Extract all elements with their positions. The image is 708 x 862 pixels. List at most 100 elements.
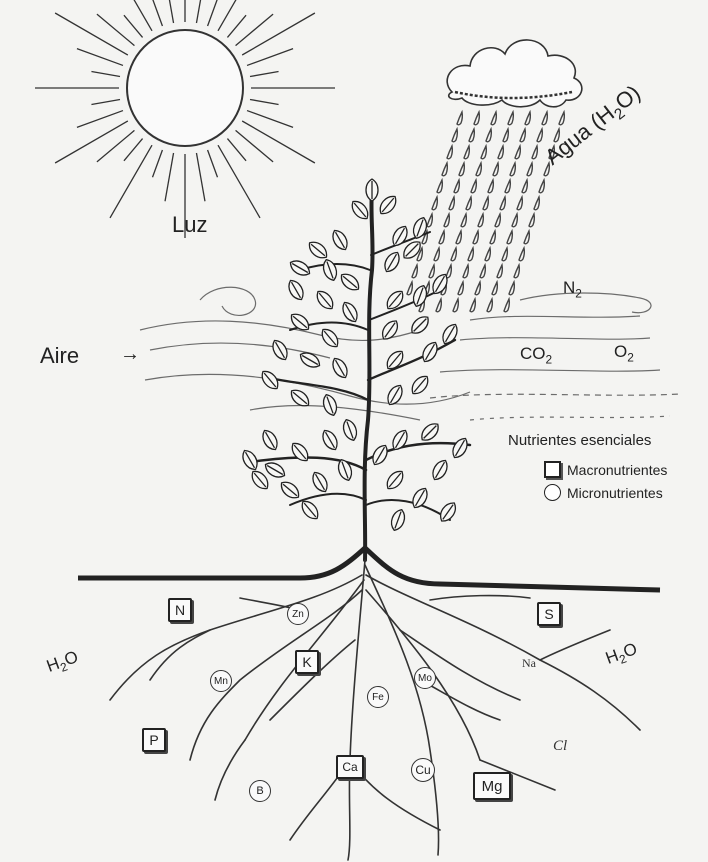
leaf — [366, 179, 378, 201]
rain-drop — [509, 282, 514, 295]
leaf — [287, 257, 312, 278]
rain-drop — [452, 129, 457, 142]
rain-drop — [520, 129, 525, 142]
rain-drop — [490, 231, 495, 244]
rain-drop — [453, 299, 458, 312]
leaf — [278, 478, 303, 501]
micro-mn: Mn — [210, 670, 232, 692]
rain-drop — [486, 129, 491, 142]
rain-drop — [474, 112, 479, 125]
rain-drop — [493, 163, 498, 176]
leaf — [369, 442, 390, 467]
rain-drop — [492, 282, 497, 295]
n2-label: N2 — [563, 278, 582, 300]
rain-drop — [436, 299, 441, 312]
rain-drop — [451, 248, 456, 261]
rain-drop — [454, 180, 459, 193]
rain-drop — [456, 231, 461, 244]
leaf — [309, 469, 330, 494]
leaf — [313, 288, 336, 313]
micro-b: B — [249, 780, 271, 802]
leaf — [439, 321, 460, 346]
soil-cl: Cl — [553, 738, 567, 755]
rain-drop — [525, 112, 530, 125]
rain-drop — [534, 197, 539, 210]
leaf — [285, 277, 306, 302]
sun-ray — [153, 0, 163, 26]
leaf — [408, 373, 431, 398]
legend: Nutrientes esenciales Macronutrientes Mi… — [508, 432, 667, 501]
rain-drop — [449, 197, 454, 210]
co2-text: CO — [520, 344, 546, 363]
leaf — [321, 393, 340, 418]
micro-cu: Cu — [411, 758, 435, 782]
sun-ray — [196, 0, 205, 23]
rain-drop — [508, 112, 513, 125]
sun-ray — [242, 121, 315, 163]
co2-sub: 2 — [546, 352, 553, 366]
rain-drop — [468, 248, 473, 261]
rain-drop — [475, 282, 480, 295]
macro-ca: Ca — [336, 755, 364, 779]
leaf — [329, 227, 350, 252]
leaf — [408, 313, 432, 337]
rain-drop — [412, 265, 417, 278]
rain-drop — [507, 231, 512, 244]
rain-drop — [504, 299, 509, 312]
micro-zn: Zn — [287, 603, 309, 625]
rain-drop — [464, 146, 469, 159]
rain-drop — [510, 163, 515, 176]
leaf — [419, 339, 440, 364]
rain-drop — [461, 214, 466, 227]
rain-drop — [487, 299, 492, 312]
sun-ray — [247, 49, 293, 66]
rain-drop — [515, 146, 520, 159]
ground-line — [78, 548, 660, 590]
rain-drop — [500, 197, 505, 210]
plant-stem — [250, 190, 470, 560]
micro-circle-icon — [544, 484, 561, 501]
leaf — [329, 355, 350, 380]
leaf — [429, 457, 450, 482]
o2-label: O2 — [614, 342, 634, 364]
leaf — [318, 326, 341, 351]
rain-drop — [505, 180, 510, 193]
leaf — [383, 288, 406, 313]
micro-mo: Mo — [414, 667, 436, 689]
rain-drop — [471, 180, 476, 193]
rain-drops — [407, 112, 564, 312]
leaf — [288, 440, 311, 465]
sun-icon — [35, 0, 335, 238]
leaf — [389, 223, 410, 248]
rain-drop — [517, 197, 522, 210]
rain-drop — [478, 214, 483, 227]
rain-drop — [502, 248, 507, 261]
rain-drop — [473, 231, 478, 244]
sun-ray — [124, 139, 143, 161]
rain-drop — [485, 248, 490, 261]
leaf — [321, 258, 340, 283]
rain-drop — [434, 248, 439, 261]
rain-drop — [497, 265, 502, 278]
air-arrow-icon: → — [120, 343, 140, 366]
macro-k: K — [295, 650, 319, 674]
rain-drop — [512, 214, 517, 227]
sun-ray — [77, 111, 123, 128]
macro-mg: Mg — [473, 772, 511, 800]
sun-ray — [250, 99, 279, 104]
o2-text: O — [614, 342, 627, 361]
rain-drop — [491, 112, 496, 125]
rain-drop — [437, 180, 442, 193]
sun-ray — [124, 15, 143, 37]
o2-sub: 2 — [627, 350, 634, 364]
wind-swirls — [140, 287, 680, 420]
leaf — [338, 270, 363, 293]
legend-title: Nutrientes esenciales — [508, 432, 667, 449]
sun-ray — [110, 0, 152, 31]
macro-square-icon — [544, 461, 561, 478]
sun-ray — [55, 13, 128, 55]
rain-drop — [458, 282, 463, 295]
sun-ray — [110, 145, 152, 218]
leaf — [319, 427, 340, 452]
